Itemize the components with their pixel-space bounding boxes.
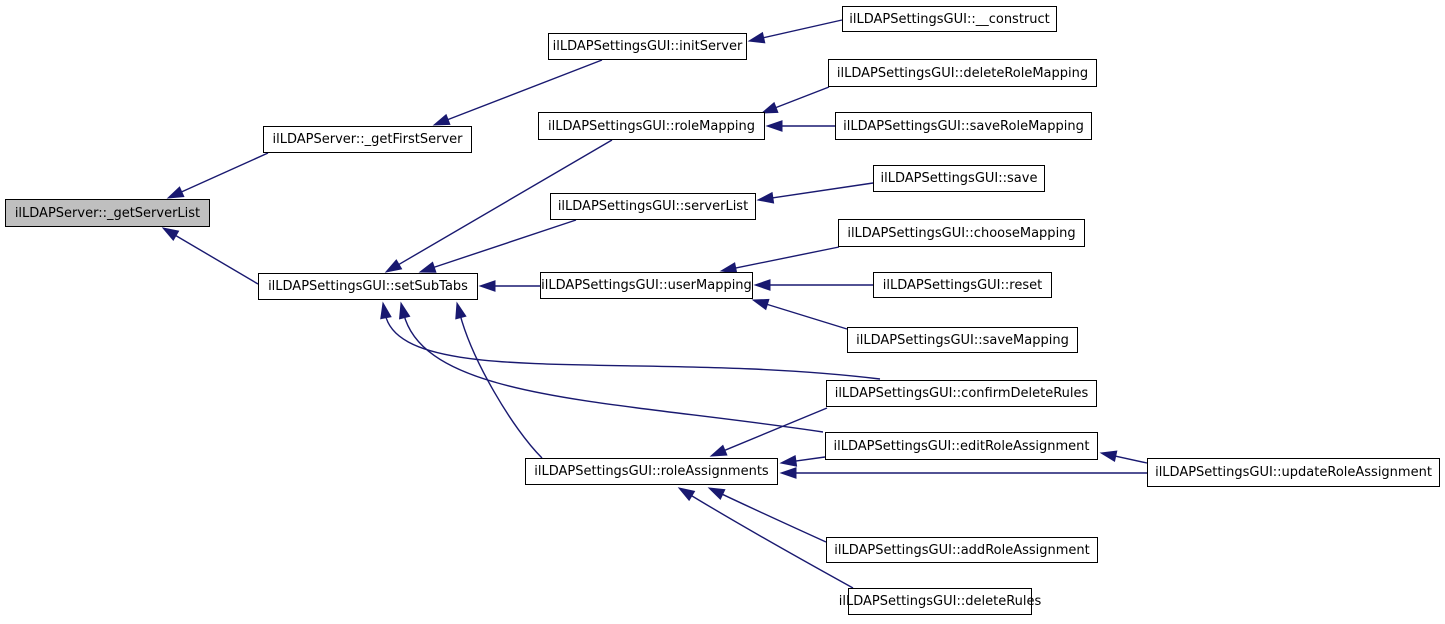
edge-updateRoleAssignment-to-editRoleAssignment <box>1111 454 1148 464</box>
graph-node-deleteRoleMapping[interactable]: ilLDAPSettingsGUI::deleteRoleMapping <box>828 59 1097 87</box>
edge-deleteRoleMapping-to-roleMapping <box>772 86 830 110</box>
graph-node-confirmDeleteRules[interactable]: ilLDAPSettingsGUI::confirmDeleteRules <box>826 380 1097 407</box>
graph-node-getServerList: ilLDAPServer::_getServerList <box>5 199 210 227</box>
edge-getFirstServer-to-getServerList <box>177 152 269 195</box>
arrowhead-deleteRules-to-roleAssignments <box>677 487 696 502</box>
graph-node-save[interactable]: ilLDAPSettingsGUI::save <box>873 165 1045 192</box>
arrowhead-roleAssignments-to-setSubTabs <box>455 301 467 320</box>
edge-addRoleAssignment-to-roleAssignments <box>718 492 827 543</box>
edge-construct-to-initServer <box>759 19 843 40</box>
arrowhead-addRoleAssignment-to-roleAssignments <box>707 487 726 500</box>
arrowhead-saveRoleMapping-to-roleMapping <box>765 120 783 132</box>
edge-serverList-to-setSubTabs <box>430 219 577 270</box>
graph-node-roleMapping[interactable]: ilLDAPSettingsGUI::roleMapping <box>538 112 765 140</box>
graph-node-construct[interactable]: ilLDAPSettingsGUI::__construct <box>842 6 1057 32</box>
arrowhead-updateRoleAssignment-to-editRoleAssignment <box>1099 450 1118 463</box>
graph-node-userMapping[interactable]: ilLDAPSettingsGUI::userMapping <box>540 272 753 299</box>
graph-node-saveMapping[interactable]: ilLDAPSettingsGUI::saveMapping <box>847 327 1078 353</box>
graph-node-deleteRules[interactable]: ilLDAPSettingsGUI::deleteRules <box>839 588 1041 615</box>
arrowhead-confirmDeleteRules-to-setSubTabs <box>380 301 392 320</box>
graph-node-addRoleAssignment[interactable]: ilLDAPSettingsGUI::addRoleAssignment <box>826 537 1098 563</box>
edge-confirmDeleteRules-to-roleAssignments <box>720 407 828 453</box>
arrowhead-construct-to-initServer <box>747 31 766 44</box>
arrowhead-confirmDeleteRules-to-roleAssignments <box>709 444 728 457</box>
graph-node-setSubTabs[interactable]: ilLDAPSettingsGUI::setSubTabs <box>258 273 478 300</box>
graph-node-reset[interactable]: ilLDAPSettingsGUI::reset <box>873 272 1052 298</box>
arrowhead-initServer-to-getFirstServer <box>432 113 451 126</box>
graph-node-chooseMapping[interactable]: ilLDAPSettingsGUI::chooseMapping <box>838 219 1085 247</box>
graph-node-updateRoleAssignment[interactable]: ilLDAPSettingsGUI::updateRoleAssignment <box>1147 458 1440 487</box>
graph-node-editRoleAssignment[interactable]: ilLDAPSettingsGUI::editRoleAssignment <box>825 432 1098 460</box>
arrowhead-userMapping-to-setSubTabs <box>478 280 496 292</box>
arrowhead-updateRoleAssignment-to-roleAssignments <box>779 467 797 479</box>
arrowhead-reset-to-userMapping <box>753 279 771 291</box>
edge-deleteRules-to-roleAssignments <box>688 493 854 589</box>
edge-chooseMapping-to-userMapping <box>731 246 840 270</box>
graph-node-initServer[interactable]: ilLDAPSettingsGUI::initServer <box>548 33 747 60</box>
edge-initServer-to-getFirstServer <box>444 59 603 122</box>
arrowhead-editRoleAssignment-to-roleAssignments <box>779 455 798 467</box>
graph-node-serverList[interactable]: ilLDAPSettingsGUI::serverList <box>550 193 756 220</box>
arrowhead-save-to-serverList <box>756 191 775 204</box>
arrowhead-editRoleAssignment-to-setSubTabs <box>398 301 411 320</box>
edge-editRoleAssignment-to-setSubTabs <box>402 313 824 433</box>
graph-node-getFirstServer[interactable]: ilLDAPServer::_getFirstServer <box>263 126 472 153</box>
edge-roleMapping-to-setSubTabs <box>395 139 613 268</box>
arrowhead-saveMapping-to-userMapping <box>751 298 770 311</box>
edge-setSubTabs-to-getServerList <box>172 232 259 285</box>
arrowhead-roleMapping-to-setSubTabs <box>384 259 403 273</box>
edge-confirmDeleteRules-to-setSubTabs <box>384 313 881 380</box>
arrowhead-deleteRoleMapping-to-roleMapping <box>760 101 779 114</box>
edge-saveMapping-to-userMapping <box>763 302 848 330</box>
edge-save-to-serverList <box>768 182 874 200</box>
arrowhead-getFirstServer-to-getServerList <box>166 186 185 199</box>
graph-node-saveRoleMapping[interactable]: ilLDAPSettingsGUI::saveRoleMapping <box>835 112 1092 140</box>
arrowhead-setSubTabs-to-getServerList <box>161 227 180 241</box>
edge-roleAssignments-to-setSubTabs <box>459 313 543 459</box>
graph-node-roleAssignments[interactable]: ilLDAPSettingsGUI::roleAssignments <box>525 458 778 485</box>
edge-editRoleAssignment-to-roleAssignments <box>791 456 826 463</box>
arrowhead-serverList-to-setSubTabs <box>418 261 437 273</box>
